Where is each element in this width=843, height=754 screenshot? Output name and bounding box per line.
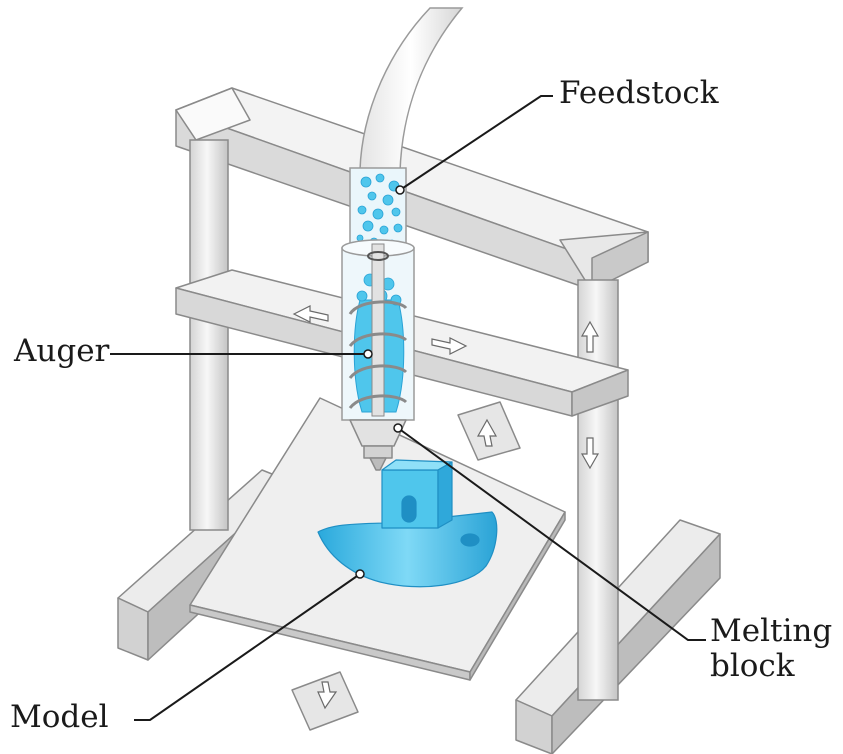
arrow-up-icon [580, 320, 600, 353]
melting-block-label-line1: Melting [710, 613, 833, 649]
melting-block-label-line2: block [710, 647, 795, 684]
auger-barrel [341, 239, 415, 421]
gantry-arrows [292, 305, 600, 470]
auger-label: Auger [14, 333, 110, 369]
plate-arrows [317, 418, 498, 710]
leader-feedstock [399, 95, 553, 191]
leader-melting [397, 427, 706, 641]
arrow-left-icon [292, 305, 329, 323]
leader-dots [355, 185, 405, 579]
arrow-right-icon [431, 337, 468, 355]
arrow-front-icon [317, 681, 338, 710]
model-boat [317, 459, 498, 588]
feedstock-label: Feedstock [559, 75, 719, 111]
feedstock-hose [359, 7, 464, 173]
leader-model [134, 573, 361, 721]
dot-melting [393, 423, 403, 433]
melting-block-label: Melting block [710, 614, 832, 683]
model-label: Model [10, 699, 109, 735]
arrow-back-icon [476, 418, 498, 447]
left-post [189, 139, 229, 531]
melting-block [349, 419, 407, 471]
dot-feedstock [395, 185, 405, 195]
feed-tube [349, 167, 407, 249]
leader-lines [110, 95, 706, 721]
dot-auger [363, 349, 373, 359]
arrow-down-icon [580, 437, 600, 470]
right-post [577, 279, 619, 701]
dot-model [355, 569, 365, 579]
